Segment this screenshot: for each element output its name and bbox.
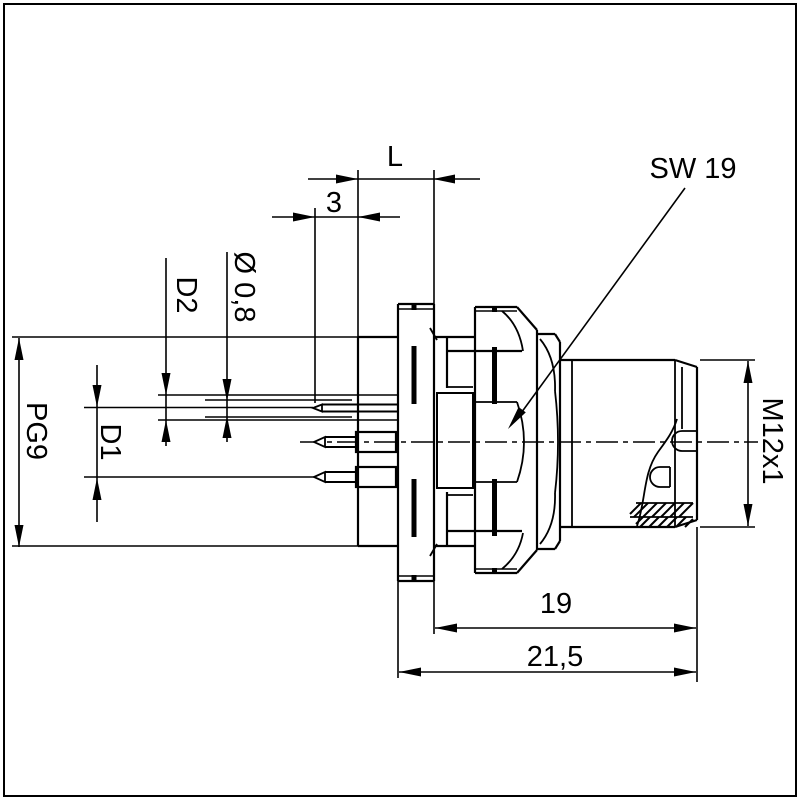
dim-label-wrench-size: SW 19 — [649, 153, 736, 185]
dim-label-rear-thread: PG9 — [20, 402, 52, 460]
broken-out-section — [629, 418, 696, 528]
section-hatching — [629, 502, 694, 528]
hex-seal-bottom — [492, 479, 497, 536]
hex-seal-top — [492, 347, 497, 404]
dim-label-d1: D1 — [94, 423, 126, 460]
dim-label-pin-protrusion: 3 — [326, 187, 342, 219]
dim-label-length-l: L — [387, 141, 403, 173]
dimension-arrowheads — [14, 174, 753, 677]
socket-contact-1 — [671, 430, 696, 452]
rear-body-pg9 — [356, 335, 398, 548]
dim-label-pin-dia: Ø 0,8 — [228, 252, 260, 323]
drawing-frame — [3, 3, 797, 797]
middle-washer-section — [434, 335, 522, 548]
hex-nut-sw19 — [473, 305, 539, 575]
solder-pin-bottom — [311, 465, 398, 489]
thread-m12 — [560, 358, 699, 529]
flange-seal-top — [411, 346, 417, 404]
socket-contact-2 — [649, 466, 670, 488]
solder-pin-middle — [311, 430, 398, 454]
flange-seal-bottom — [411, 479, 417, 537]
dim-label-d2: D2 — [170, 276, 202, 313]
insulator-insert — [436, 392, 474, 489]
sw19-leader — [508, 187, 686, 429]
collar-section — [537, 332, 562, 551]
solder-pin-top — [310, 403, 397, 413]
dim-label-thread-length: 19 — [540, 588, 572, 620]
dimension-labels: L 3 SW 19 19 21,5 PG9 D1 D2 Ø 0,8 M12x1 — [20, 141, 788, 673]
dim-label-total-length: 21,5 — [527, 641, 583, 673]
dim-label-front-thread: M12x1 — [756, 397, 788, 484]
